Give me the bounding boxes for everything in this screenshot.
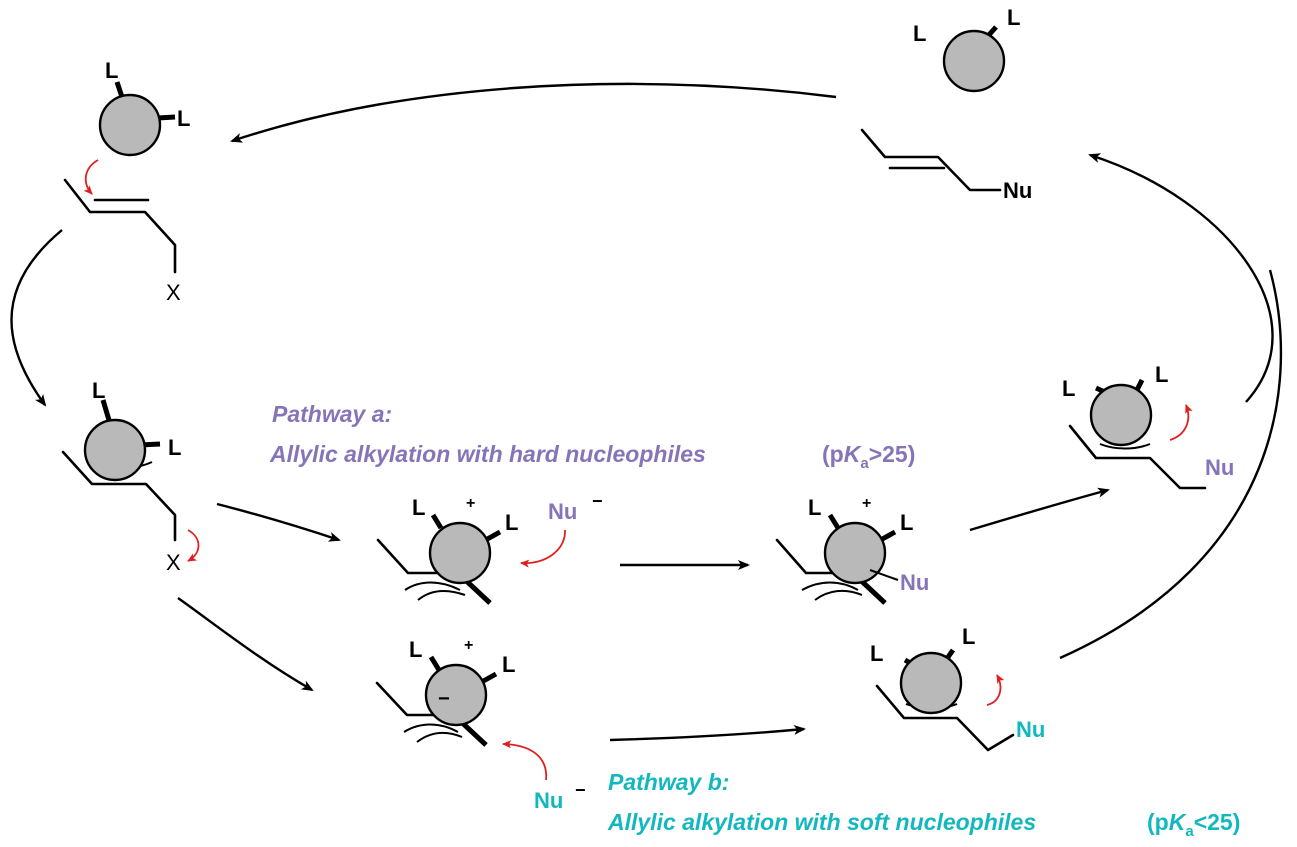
ligand-label: L: [177, 106, 190, 131]
cation-charge: +: [862, 495, 871, 512]
nu-label-b: Nu: [534, 788, 563, 813]
anion-charge: −: [438, 688, 450, 710]
ligand-label: L: [412, 495, 425, 520]
product-complex-a: L L Nu: [1062, 362, 1234, 490]
curly-arrow-icon: [502, 740, 548, 781]
pathway-a-pka: (pKa>25): [822, 441, 915, 472]
ligand-label: L: [502, 652, 515, 677]
ligand-label: L: [1007, 5, 1020, 30]
pathway-b-label: Pathway b: Allylic alkylation with soft …: [607, 769, 1240, 840]
product-complex-b: L L Nu: [870, 624, 1045, 752]
ligand-label: L: [1155, 362, 1168, 387]
ligand-label: L: [1062, 376, 1075, 401]
arrow-to-pathway-a: [216, 502, 341, 542]
hard-nucleophile: Nu −: [520, 491, 603, 568]
ligand-label: L: [808, 495, 821, 520]
arrow-coordination: [10, 229, 63, 407]
ligand-label: L: [105, 58, 118, 83]
cation-charge: +: [466, 495, 475, 512]
ligand-label: L: [168, 435, 181, 460]
nu-label-a: Nu: [548, 499, 577, 524]
ligand-label: L: [870, 641, 883, 666]
arrow-dissociation-b: [1059, 269, 1283, 660]
nu-label-product-b: Nu: [1016, 717, 1045, 742]
pathway-b-description: Allylic alkylation with soft nucleophile…: [607, 809, 1036, 835]
arrow-reductive-elimination: [969, 487, 1110, 532]
pi-allyl-complex: L L X: [61, 378, 200, 575]
catalyst-top-left: L L: [98, 58, 190, 157]
nu-charge-a: −: [592, 491, 603, 511]
pathway-b-pka: (pKa<25): [1147, 809, 1240, 840]
product-nu-label: Nu: [1003, 178, 1032, 203]
catalyst-regenerated: L L: [913, 5, 1020, 93]
arrow-dissociation-a: [1088, 153, 1274, 403]
ligand-label: L: [505, 510, 518, 535]
curly-arrow-icon: [986, 674, 1005, 706]
pathway-a-title: Pathway a:: [272, 401, 392, 427]
ion-pair-complex-b: L L + −: [375, 637, 515, 747]
ligand-label: L: [962, 624, 975, 649]
soft-nucleophile: Nu −: [502, 740, 586, 813]
ligand-label: L: [900, 510, 913, 535]
allyl-substrate: X: [63, 159, 181, 305]
nu-charge-b: −: [575, 780, 586, 800]
arrow-nu-attack-allyl: [609, 724, 806, 742]
arrow-regeneration: [230, 82, 837, 143]
nu-label-product-a: Nu: [1205, 455, 1234, 480]
cationic-complex-a: L L +: [376, 495, 518, 605]
pathway-a-label: Pathway a: Allylic alkylation with hard …: [269, 401, 915, 472]
arrow-to-pathway-b: [177, 597, 314, 692]
curly-arrow-icon: [187, 529, 200, 562]
ligand-label: L: [409, 637, 422, 662]
ligand-label: L: [92, 378, 105, 403]
ligand-label: L: [913, 21, 926, 46]
metal-nu-complex: L L + Nu: [775, 495, 929, 605]
leaving-group-x: X: [166, 550, 181, 575]
curly-arrow-icon: [83, 159, 99, 195]
curly-arrow-icon: [520, 529, 566, 568]
pathway-a-description: Allylic alkylation with hard nucleophile…: [269, 441, 706, 467]
cation-charge: +: [464, 637, 473, 654]
curly-arrow-icon: [1169, 404, 1193, 441]
product-alkene: Nu: [860, 128, 1032, 203]
nu-label-metal: Nu: [900, 570, 929, 595]
pathway-b-title: Pathway b:: [608, 769, 729, 795]
leaving-group-x: X: [166, 280, 181, 305]
